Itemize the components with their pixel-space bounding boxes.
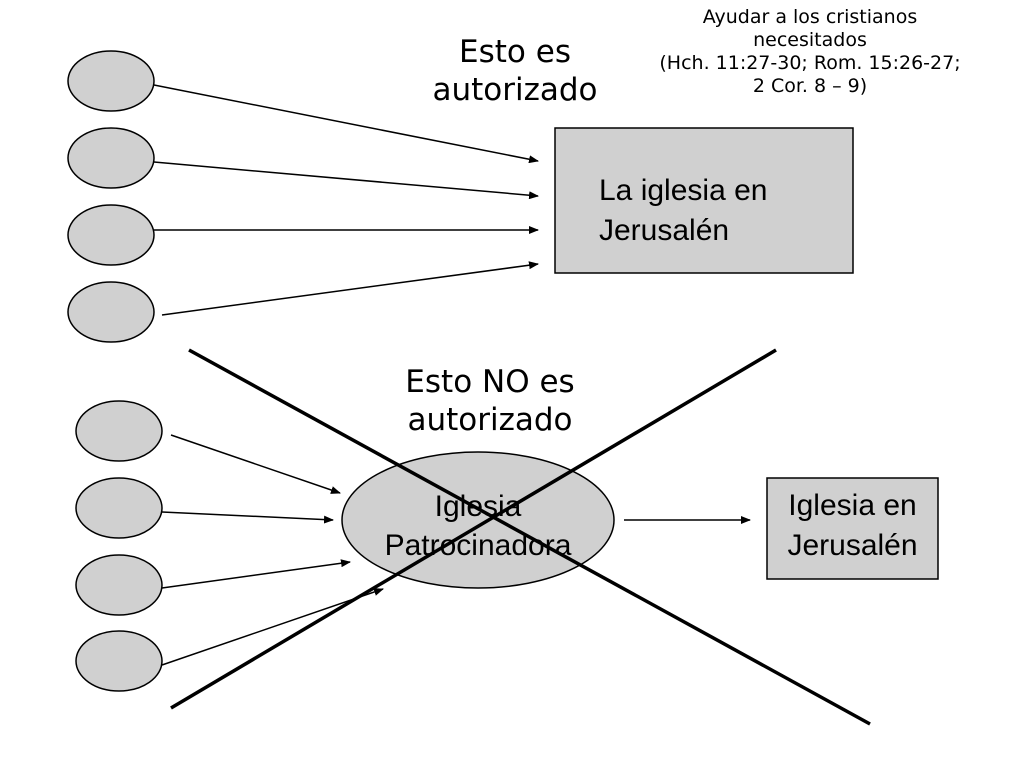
bottom-box-line-1: Iglesia en xyxy=(788,489,917,522)
authorized-title: Esto es autorizado xyxy=(410,33,620,109)
top-arrow-4 xyxy=(161,261,539,316)
bottom-church-circle-4 xyxy=(75,630,163,692)
bottom-box-line-2: Jerusalén xyxy=(787,529,918,562)
jerusalem-church-label-bottom: Iglesia en Jerusalén xyxy=(767,486,938,566)
bottom-arrow-1 xyxy=(170,434,341,494)
authorized-title-line-2: autorizado xyxy=(432,72,598,108)
not-authorized-title-line-1: Esto NO es xyxy=(405,364,575,400)
not-authorized-title: Esto NO es autorizado xyxy=(385,363,595,439)
top-church-circle-3 xyxy=(67,204,155,266)
top-box-line-2: Jerusalén xyxy=(599,214,730,247)
bottom-church-circle-2 xyxy=(75,477,163,539)
not-authorized-title-line-2: autorizado xyxy=(407,402,573,438)
reference-line-4: 2 Cor. 8 – 9) xyxy=(752,75,868,97)
top-arrow-1 xyxy=(153,84,539,164)
authorized-title-line-1: Esto es xyxy=(459,34,571,70)
jerusalem-church-label-top: La iglesia en Jerusalén xyxy=(599,171,767,251)
reference-line-2: necesitados xyxy=(753,29,867,51)
bottom-church-circle-3 xyxy=(75,554,163,616)
scripture-reference: Ayudar a los cristianos necesitados (Hch… xyxy=(610,6,1010,98)
top-church-circle-2 xyxy=(67,127,155,189)
sponsor-line-1: Iglesia xyxy=(434,490,522,523)
reference-line-1: Ayudar a los cristianos xyxy=(702,6,918,28)
sponsoring-church-label: Iglesia Patrocinadora xyxy=(358,487,598,565)
sponsor-line-2: Patrocinadora xyxy=(384,529,572,562)
top-box-line-1: La iglesia en xyxy=(599,174,768,207)
top-church-circle-4 xyxy=(67,281,155,343)
bottom-church-circle-1 xyxy=(75,400,163,462)
bottom-arrow-2 xyxy=(161,511,334,524)
bottom-arrow-4 xyxy=(161,588,384,666)
bottom-arrow-3 xyxy=(161,559,351,589)
jerusalem-church-box-top xyxy=(554,127,854,274)
top-church-circle-1 xyxy=(67,50,155,112)
reference-line-3: (Hch. 11:27-30; Rom. 15:26-27; xyxy=(659,52,961,74)
top-arrow-2 xyxy=(153,161,539,200)
